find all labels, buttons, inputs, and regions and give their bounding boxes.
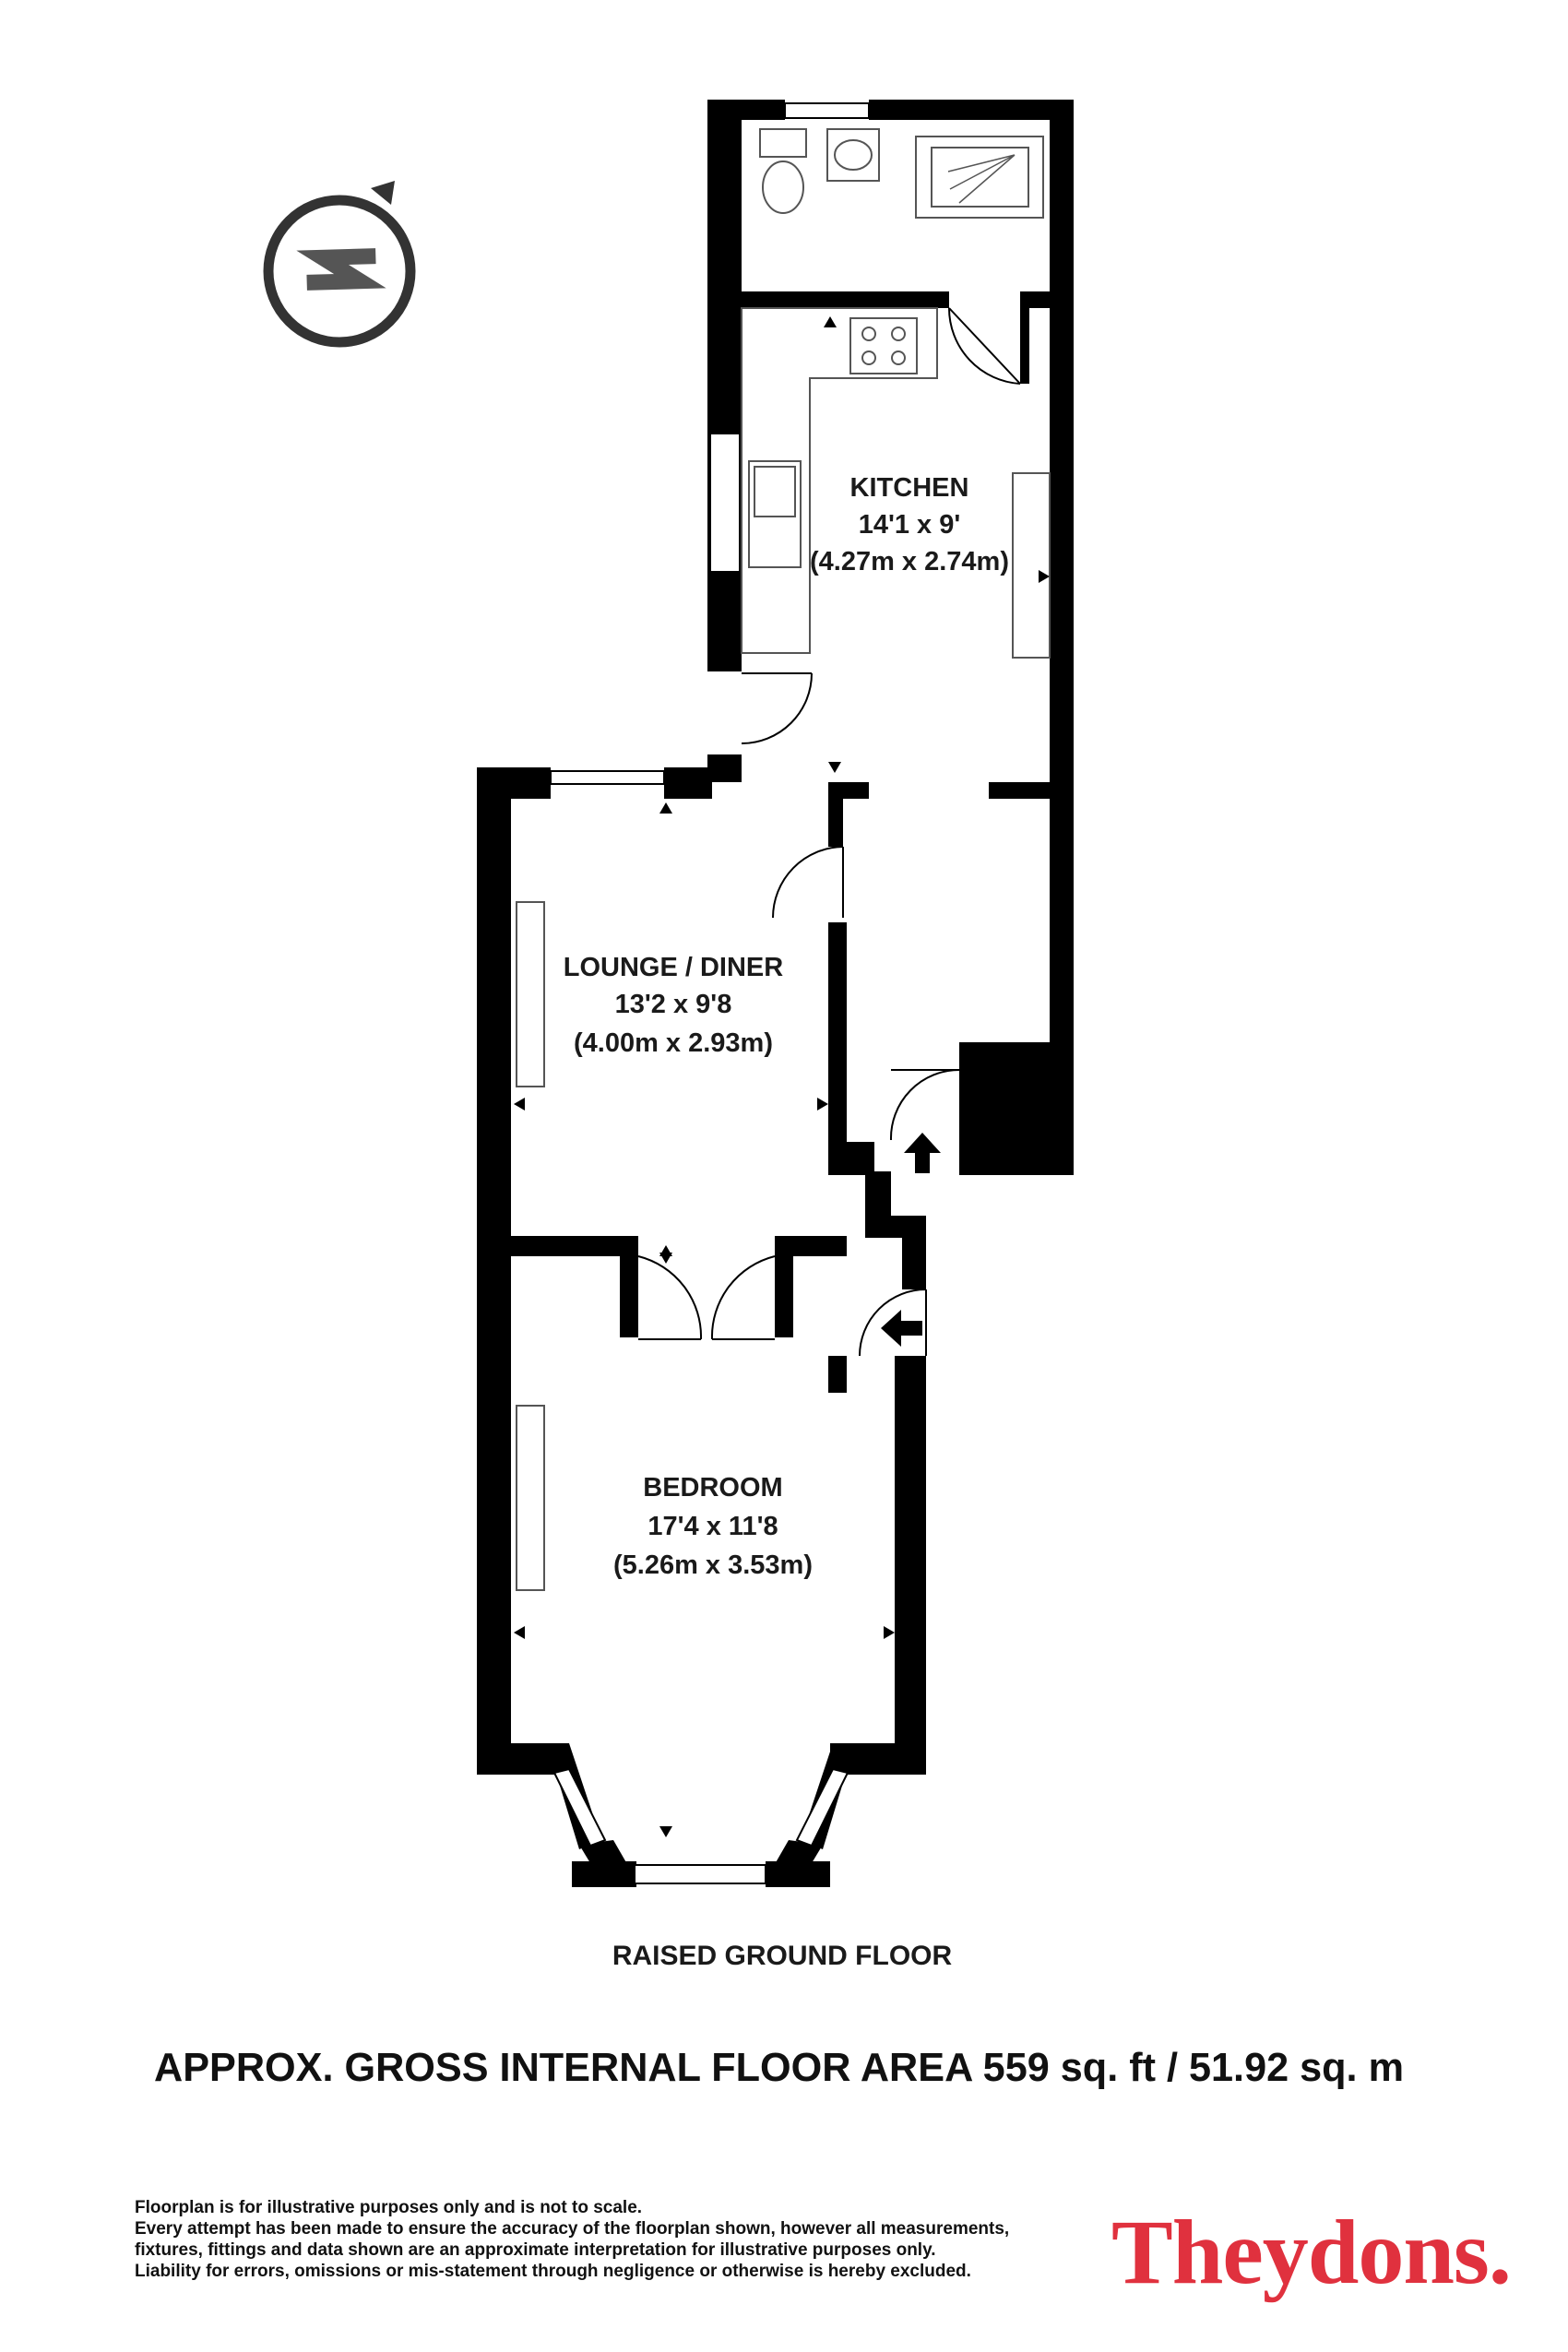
measure-arrows	[514, 316, 1050, 1837]
door-hall	[889, 1069, 960, 1141]
disclaimer-line: Floorplan is for illustrative purposes o…	[135, 2198, 643, 2217]
door-bathroom	[947, 307, 1021, 385]
walls	[477, 100, 1074, 1887]
lounge-name: LOUNGE / DINER	[564, 953, 784, 982]
area-summary: APPROX. GROSS INTERNAL FLOOR AREA 559 sq…	[154, 2045, 1404, 2090]
brand-logo: Theydons.	[1111, 2201, 1512, 2303]
hob	[849, 317, 918, 374]
disclaimer: Floorplan is for illustrative purposes o…	[135, 2197, 1075, 2282]
doors	[637, 307, 1021, 1357]
lounge-imperial: 13'2 x 9'8	[615, 990, 732, 1019]
storage-units	[516, 901, 545, 1591]
kitchen-imperial: 14'1 x 9'	[859, 510, 961, 540]
window-bay-center	[634, 1864, 766, 1884]
bathroom-fittings	[759, 128, 1044, 219]
windows	[550, 102, 870, 1884]
door-entrance	[859, 1289, 927, 1357]
entrance-arrow-left-icon	[881, 1310, 922, 1347]
window-lounge	[550, 770, 665, 785]
window-bathroom	[784, 102, 870, 119]
bedroom-metric: (5.26m x 3.53m)	[613, 1550, 813, 1580]
disclaimer-line: Every attempt has been made to ensure th…	[135, 2219, 1010, 2239]
room-lounge-label: LOUNGE / DINER 13'2 x 9'8 (4.00m x 2.93m…	[564, 953, 784, 1058]
lounge-metric: (4.00m x 2.93m)	[574, 1028, 773, 1058]
room-bedroom-label: BEDROOM 17'4 x 11'8 (5.26m x 3.53m)	[613, 1473, 813, 1580]
basin	[826, 128, 880, 182]
kitchen-unit-right	[1012, 472, 1051, 659]
kitchen-fittings	[741, 307, 1051, 659]
door-french-right	[710, 1255, 776, 1340]
window-bay-left	[552, 1767, 607, 1847]
toilet-cistern	[759, 128, 807, 158]
floor-label: RAISED GROUND FLOOR	[612, 1941, 953, 1971]
entrance-arrow-icon	[904, 1133, 941, 1173]
bedroom-name: BEDROOM	[643, 1473, 782, 1503]
door-kitchen	[741, 672, 813, 744]
room-kitchen-label: KITCHEN 14'1 x 9' (4.27m x 2.74m)	[810, 473, 1009, 576]
door-french-left	[637, 1255, 703, 1340]
bath	[915, 136, 1044, 219]
kitchen-sink	[748, 460, 802, 568]
disclaimer-line: fixtures, fittings and data shown are an…	[135, 2240, 936, 2260]
north-arrow-icon	[263, 181, 416, 348]
kitchen-metric: (4.27m x 2.74m)	[810, 547, 1009, 576]
window-bay-right	[795, 1767, 849, 1847]
toilet	[762, 160, 804, 214]
kitchen-name: KITCHEN	[850, 473, 969, 503]
window-kitchen	[709, 433, 741, 573]
door-lounge	[772, 846, 844, 919]
disclaimer-line: Liability for errors, omissions or mis-s…	[135, 2262, 971, 2281]
bedroom-imperial: 17'4 x 11'8	[647, 1512, 778, 1541]
